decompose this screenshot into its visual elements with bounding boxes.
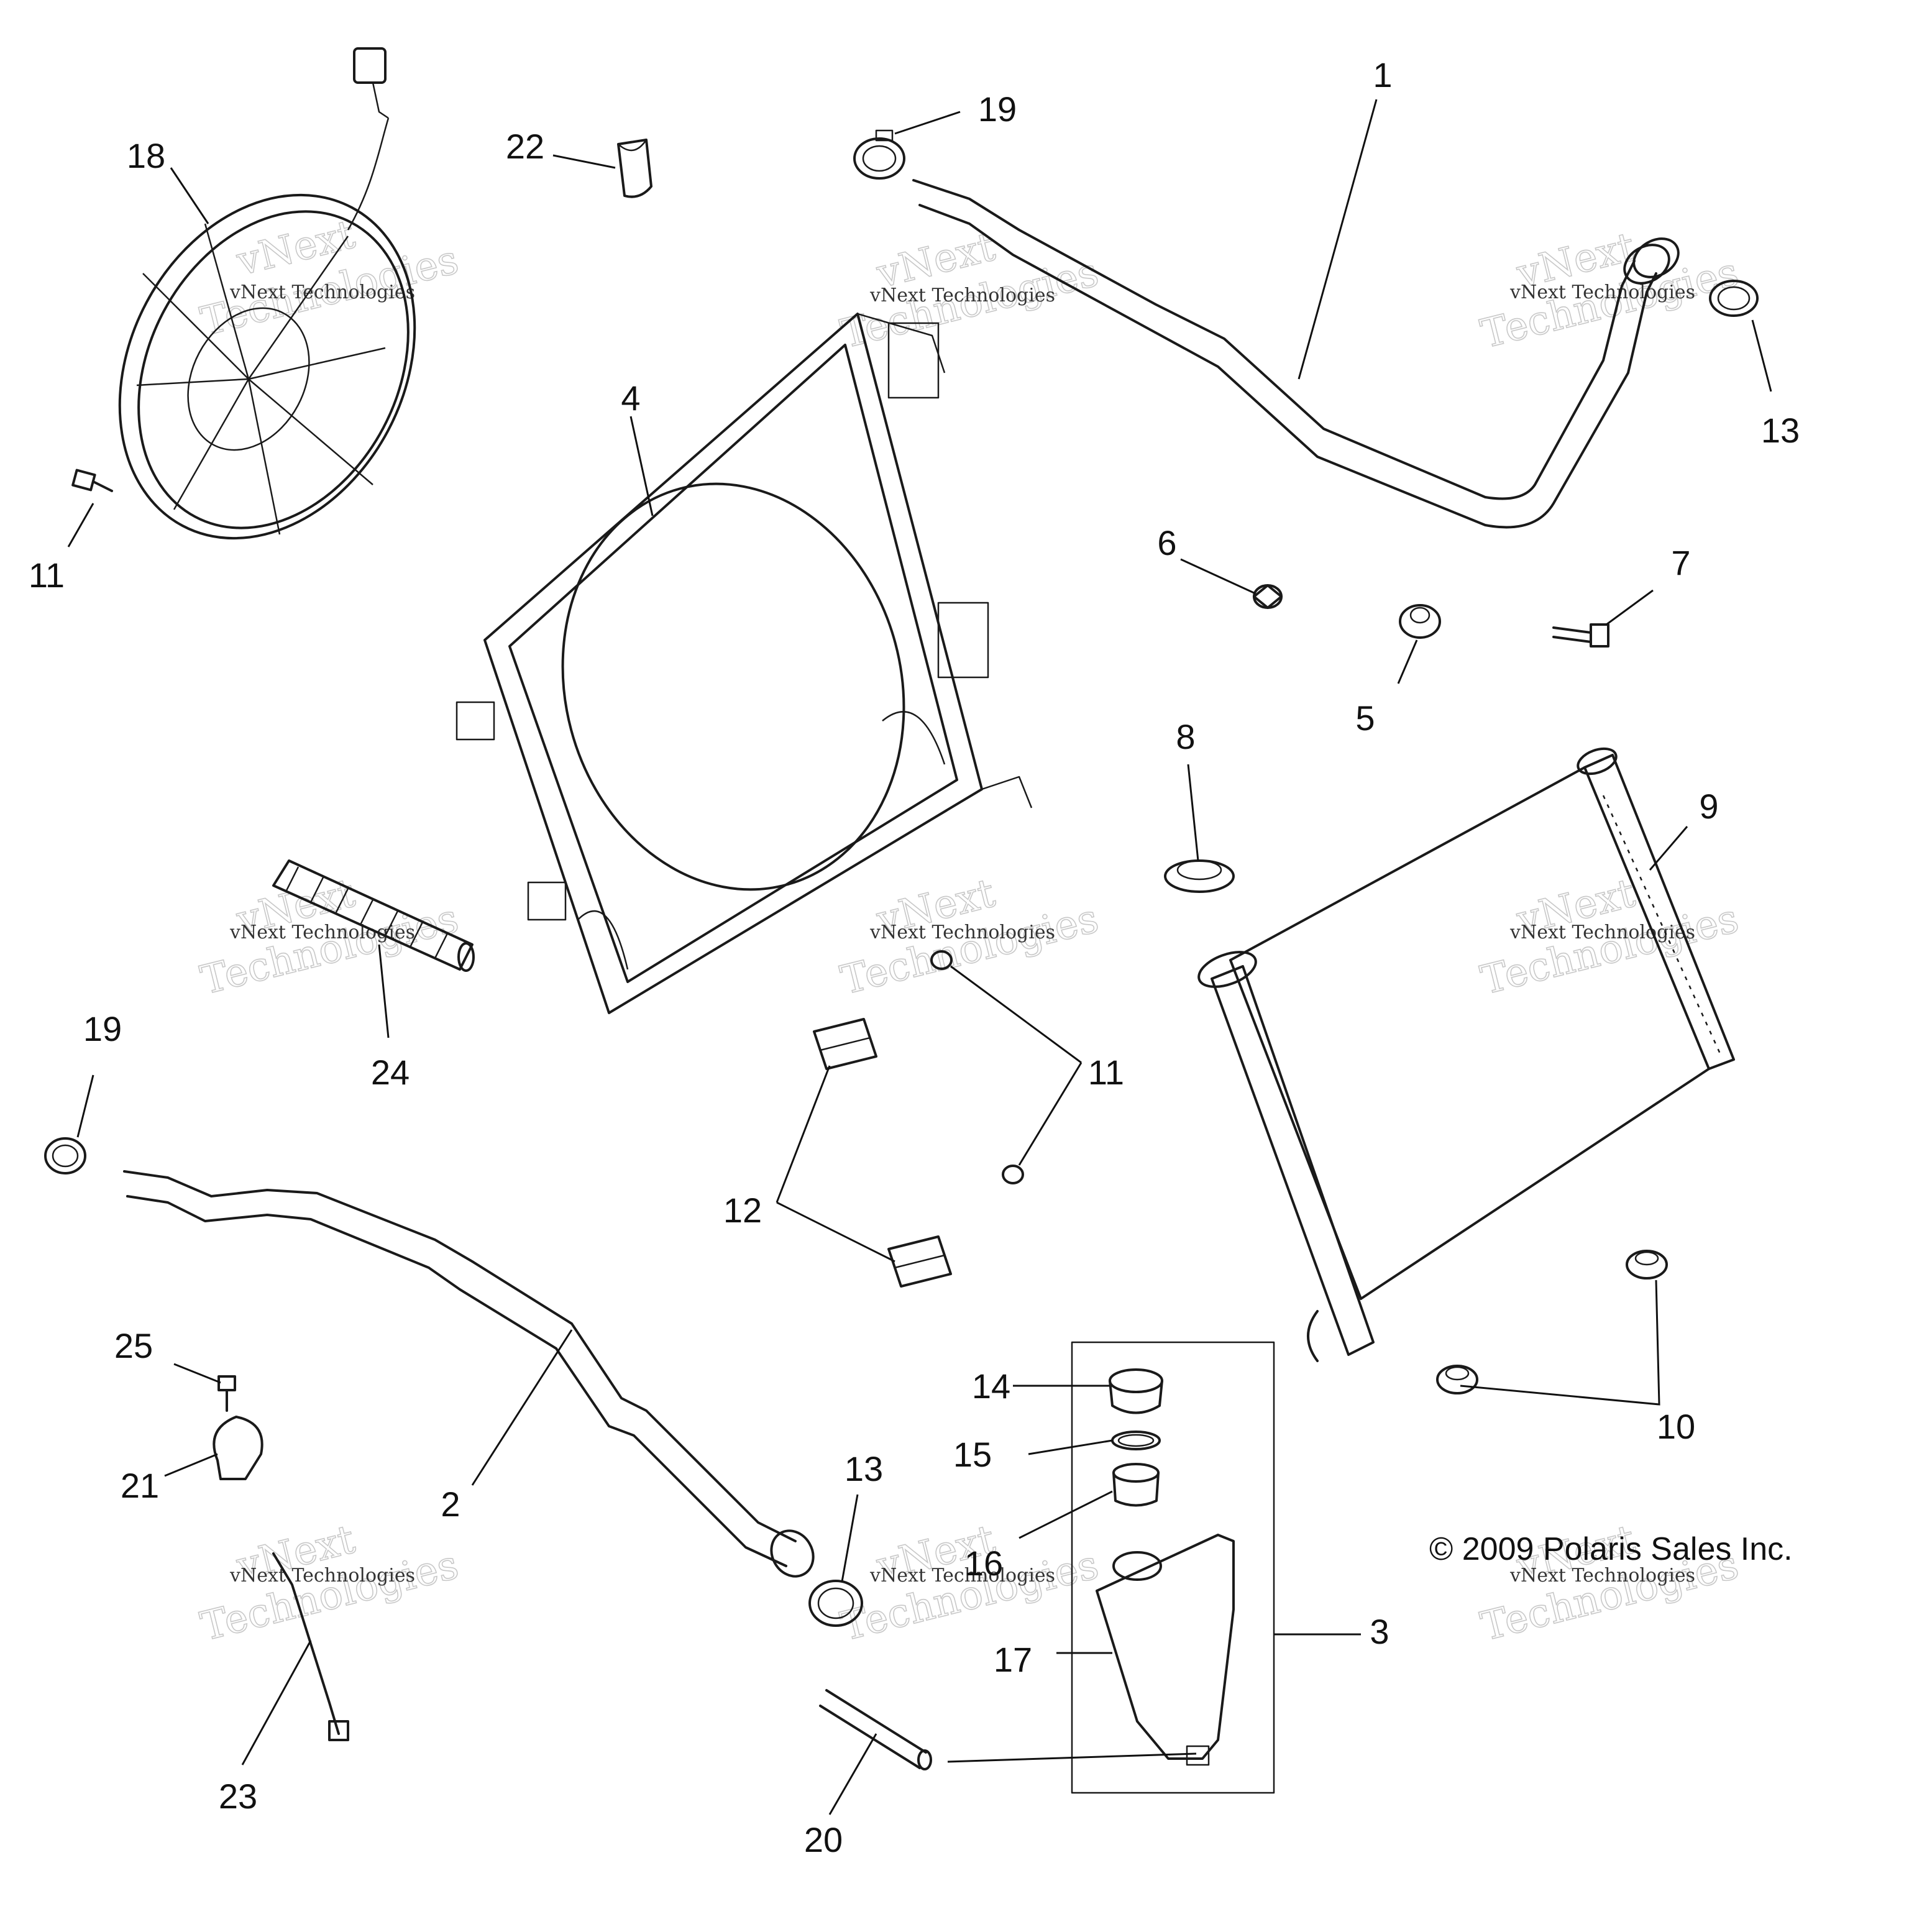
hose-clamp-bottom [808, 1580, 863, 1627]
hose-clamp-right [1709, 280, 1759, 317]
watermark-2: Technologies vNext vNext Technologies [836, 223, 1103, 358]
overflow-hose [819, 1689, 932, 1770]
callout-1: 1 [1373, 55, 1392, 94]
reservoir-o-ring [1111, 1431, 1161, 1450]
callout-23: 23 [219, 1777, 257, 1816]
corrugated-sleeve [272, 859, 475, 972]
watermark-text: vNext Technologies [1509, 1565, 1695, 1586]
fan-shroud [456, 313, 1033, 1014]
callout-10: 10 [1657, 1407, 1695, 1446]
copyright-notice: © 2009 Polaris Sales Inc. [1429, 1531, 1793, 1567]
p-clamp [213, 1416, 263, 1480]
radiator-grommet-lower [1436, 1365, 1478, 1394]
radiator-grommet-upper [1626, 1250, 1668, 1280]
callout-15: 15 [953, 1435, 992, 1474]
watermark-4: Technologies vNext vNext Technologies [196, 869, 463, 1004]
callout-22: 22 [506, 127, 544, 166]
hose-clamp-left [44, 1137, 86, 1174]
parts [44, 47, 1759, 1794]
callout-19-left: 19 [83, 1009, 122, 1048]
watermark-5: Technologies vNext vNext Technologies [836, 869, 1103, 1004]
upper-coolant-hose [912, 179, 1680, 529]
leader-lines [67, 99, 1772, 1815]
cooling-fan [118, 47, 416, 540]
callout-12: 12 [723, 1191, 762, 1230]
callout-3: 3 [1370, 1612, 1389, 1651]
callout-11-right: 11 [1088, 1053, 1124, 1092]
reservoir-assembly-box [1071, 1341, 1275, 1794]
watermark-8: Technologies vNext vNext Technologies [836, 1516, 1103, 1650]
clamp-bolt [217, 1375, 236, 1412]
watermark-text: vNext Technologies [1509, 922, 1695, 943]
callout-6: 6 [1157, 523, 1176, 562]
callout-18: 18 [127, 136, 165, 175]
watermark-text: vNext Technologies [229, 282, 415, 303]
watermark-3: Technologies vNext vNext Technologies [1476, 223, 1743, 358]
callout-14: 14 [972, 1367, 1010, 1406]
callout-19-top: 19 [978, 89, 1017, 129]
mounting-bracket-upper [813, 1018, 877, 1070]
watermark-text: vNext Technologies [869, 285, 1055, 306]
lower-coolant-hose [123, 1170, 815, 1578]
watermark-text: vNext Technologies [229, 1565, 415, 1586]
callout-13-bottom: 13 [845, 1449, 883, 1488]
shroud-bolt-lower [1002, 1165, 1024, 1184]
hex-bolt [1552, 623, 1609, 648]
callout-20: 20 [804, 1820, 843, 1859]
callout-11-left: 11 [29, 556, 65, 595]
radiator [1197, 747, 1735, 1362]
callout-21: 21 [121, 1466, 159, 1505]
callout-13-top: 13 [1761, 411, 1800, 450]
callout-5: 5 [1355, 698, 1375, 738]
watermark-text: vNext Technologies [229, 922, 415, 943]
reservoir-neck [1112, 1463, 1160, 1507]
callout-7: 7 [1671, 543, 1690, 582]
callout-16: 16 [964, 1544, 1003, 1583]
fan-wire-harness [272, 1552, 349, 1741]
reservoir-cap [1109, 1368, 1163, 1414]
coolant-reservoir-bottle [1096, 1534, 1235, 1766]
callout-25: 25 [114, 1326, 153, 1365]
watermark-text: vNext Technologies [869, 1565, 1055, 1586]
callout-8: 8 [1176, 717, 1195, 756]
callout-labels: 1 2 3 4 5 6 7 8 9 10 11 11 12 13 13 14 1… [29, 55, 1800, 1859]
watermark-7: Technologies vNext vNext Technologies [196, 1516, 463, 1650]
hose-clip [617, 139, 652, 198]
rubber-grommet [1399, 604, 1441, 639]
callout-24: 24 [371, 1053, 410, 1092]
mounting-bracket-lower [887, 1235, 952, 1288]
callout-2: 2 [441, 1485, 460, 1524]
hex-nut [1253, 584, 1283, 609]
hose-clamp-top [853, 129, 905, 180]
fan-mounting-bolt [71, 469, 113, 492]
watermark-text: vNext Technologies [1509, 282, 1695, 303]
shroud-bolt-upper [930, 950, 953, 970]
watermark-text: vNext Technologies [869, 922, 1055, 943]
radiator-cap [1164, 859, 1235, 893]
callout-9: 9 [1699, 787, 1718, 826]
callout-4: 4 [621, 378, 640, 418]
callout-17: 17 [994, 1640, 1032, 1679]
